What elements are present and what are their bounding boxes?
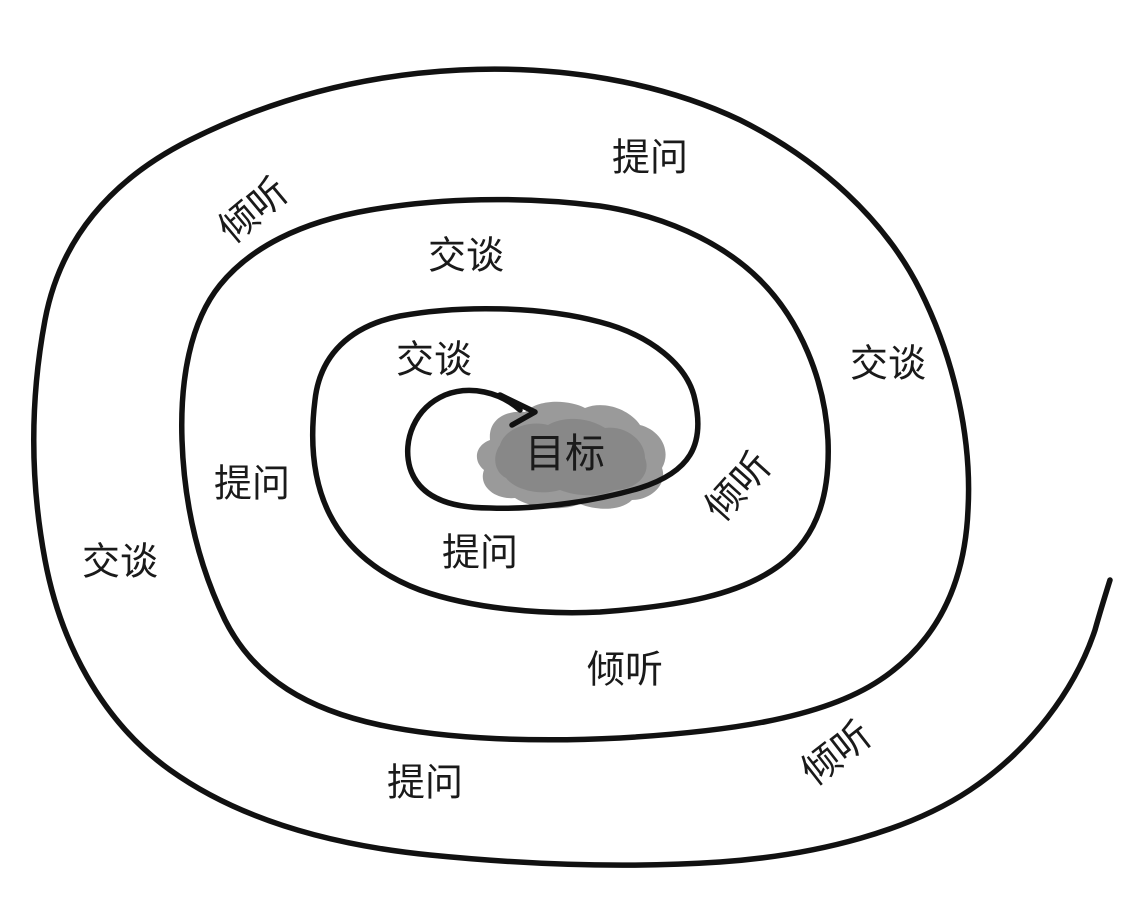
- arrow-head-icon: [497, 392, 538, 428]
- label-inner-talk-top: 交谈: [396, 338, 472, 382]
- goal-label: 目标: [525, 431, 605, 477]
- label-outer-listen-bottom-right: 倾听: [793, 712, 880, 793]
- label-outer-talk-left: 交谈: [82, 540, 158, 584]
- goal-cloud: [476, 401, 666, 509]
- label-outer-ask-bottom: 提问: [387, 761, 463, 805]
- label-middle-listen-right: 倾听: [696, 443, 780, 529]
- label-outer-talk-right: 交谈: [850, 342, 926, 386]
- label-middle-listen-bottom: 倾听: [587, 648, 663, 692]
- label-inner-ask-bottom: 提问: [442, 531, 518, 575]
- spiral-line: [31, 66, 1113, 868]
- label-middle-talk-top: 交谈: [428, 234, 504, 278]
- label-middle-ask-left: 提问: [214, 462, 290, 506]
- label-outer-ask-top: 提问: [612, 136, 688, 180]
